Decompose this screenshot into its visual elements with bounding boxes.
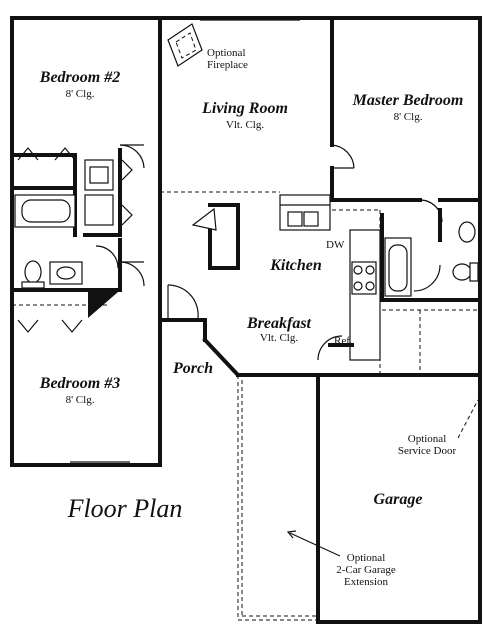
living-kitchen-area <box>160 19 381 375</box>
floor-plan-title: Floor Plan <box>67 494 183 523</box>
bedroom3-ceiling: 8' Clg. <box>66 394 95 406</box>
bedroom2-ceiling: 8' Clg. <box>66 88 95 100</box>
living-room-name: Living Room <box>201 100 288 117</box>
bedroom2-name: Bedroom #2 <box>39 69 120 86</box>
garage-extension-note-line2: 2-Car Garage <box>336 564 396 576</box>
master-bath <box>380 199 482 375</box>
left-wing-interior <box>10 144 145 463</box>
garage-extension-note-line3: Extension <box>344 576 388 588</box>
exterior-walls <box>10 16 482 624</box>
living-room-ceiling: Vlt. Clg. <box>226 119 264 131</box>
kitchen-name: Kitchen <box>269 257 322 274</box>
garage-extension-outline <box>237 375 479 621</box>
service-door-note-line2: Service Door <box>398 445 457 457</box>
garage-extension-note-line1: Optional <box>347 552 386 564</box>
porch-name: Porch <box>172 360 213 377</box>
refrigerator-label: Ref. <box>334 335 353 347</box>
service-door-note-line1: Optional <box>408 433 447 445</box>
master-bedroom-ceiling: 8' Clg. <box>394 111 423 123</box>
master-bedroom-name: Master Bedroom <box>352 92 464 109</box>
fireplace-note-line2: Fireplace <box>207 59 248 71</box>
dishwasher-label: DW <box>326 239 345 251</box>
breakfast-ceiling: Vlt. Clg. <box>260 332 298 344</box>
garage-name: Garage <box>374 491 423 508</box>
fireplace-note-line1: Optional <box>207 47 246 59</box>
bedroom3-name: Bedroom #3 <box>39 375 120 392</box>
breakfast-name: Breakfast <box>246 315 312 332</box>
